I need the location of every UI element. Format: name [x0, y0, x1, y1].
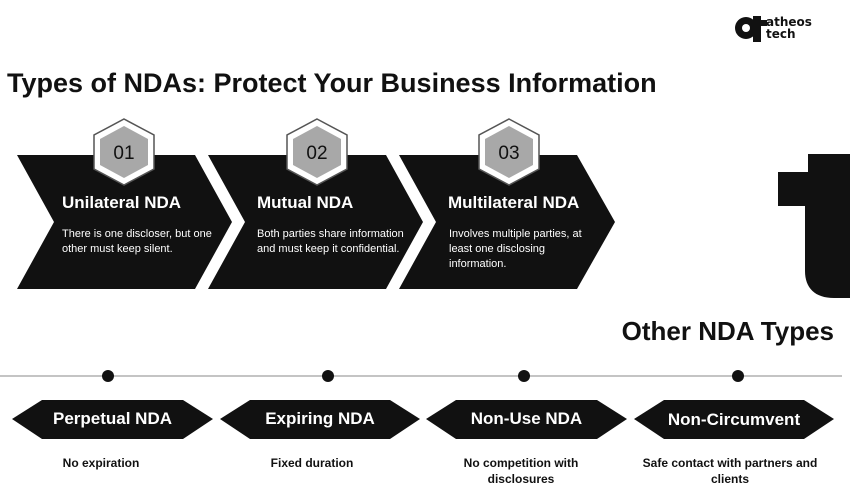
- other-types-heading: Other NDA Types: [621, 316, 834, 346]
- timeline-dot-4: [732, 370, 744, 382]
- chevron-arrow-1: [17, 155, 232, 289]
- pill-shape-1: [12, 400, 213, 439]
- other-type-label-1: Perpetual NDA: [52, 409, 173, 428]
- brand-logo: atheos tech: [735, 14, 830, 44]
- card-number-1: 01: [113, 143, 135, 164]
- chevron-arrow-3: [399, 155, 615, 289]
- pill-shape-2: [220, 400, 420, 439]
- card-title-2: Mutual NDA: [257, 193, 354, 212]
- other-type-description-2: Fixed duration: [270, 456, 354, 470]
- other-type-label-4: Non-Circumvent: [667, 410, 801, 429]
- other-type-label-3: Non-Use NDA: [470, 409, 583, 428]
- chevron-arrow-2: [208, 155, 423, 289]
- brand-line-1: atheos: [766, 15, 812, 29]
- card-number-3: 03: [498, 143, 520, 164]
- card-number-2: 02: [306, 143, 328, 164]
- timeline-dot-2: [322, 370, 334, 382]
- card-description-1: There is one discloser, but one other mu…: [62, 228, 212, 255]
- hexagon-badge-3: [478, 118, 540, 186]
- card-description-2: Both parties share information and must …: [257, 228, 404, 255]
- hexagon-badge-2: [286, 118, 348, 186]
- other-types-timeline: [0, 370, 842, 439]
- pill-shape-3: [426, 400, 627, 439]
- card-description-3: Involves multiple parties, at least one …: [449, 228, 582, 270]
- page-title: Types of NDAs: Protect Your Business Inf…: [7, 68, 657, 98]
- hexagon-badge-1: [93, 118, 155, 186]
- pill-shape-4: [634, 400, 834, 439]
- atheos-mark-icon: [735, 16, 767, 42]
- nda-types-graphic: [17, 118, 850, 298]
- other-type-label-2: Expiring NDA: [265, 409, 375, 428]
- card-title-3: Multilateral NDA: [448, 193, 580, 212]
- other-type-description-3: No competition with disclosures: [463, 456, 579, 486]
- timeline-dot-3: [518, 370, 530, 382]
- brand-wordmark: atheos tech: [766, 16, 812, 40]
- other-type-description-1: No expiration: [62, 456, 140, 470]
- decorative-t-shape: [778, 154, 850, 298]
- card-title-1: Unilateral NDA: [62, 193, 182, 212]
- timeline-dot-1: [102, 370, 114, 382]
- other-type-description-4: Safe contact with partners and clients: [642, 456, 818, 486]
- brand-line-2: tech: [766, 27, 796, 41]
